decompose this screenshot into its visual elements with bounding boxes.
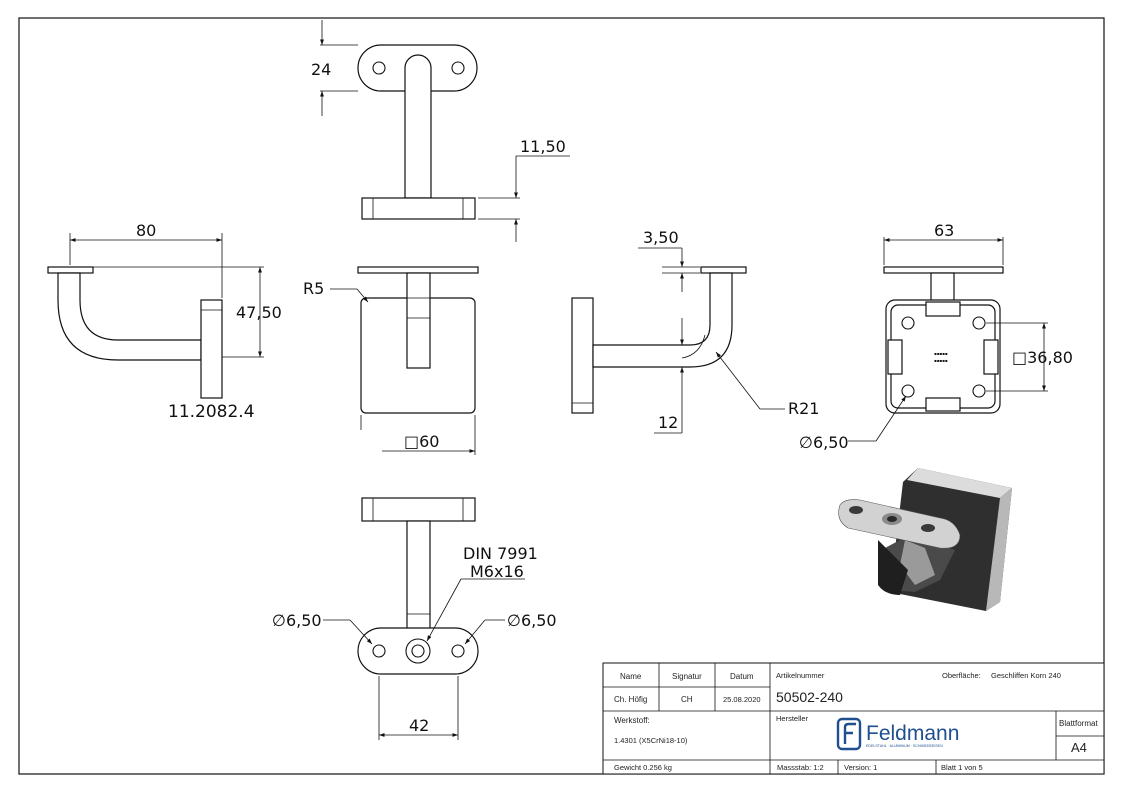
- dim-63: 63: [934, 221, 954, 240]
- tb-blattformat-value: A4: [1071, 740, 1087, 755]
- tb-werkstoff-value: 1.4301 (X5CrNi18-10): [614, 736, 688, 745]
- left-side-view: [47, 233, 264, 399]
- tb-header-datum: Datum: [730, 672, 754, 681]
- dim-m6x16: M6x16: [470, 562, 524, 581]
- feldmann-logo-icon: [836, 717, 862, 751]
- dim-3-50: 3,50: [643, 228, 679, 247]
- dim-r5: R5: [303, 279, 324, 298]
- dim-square-60: □60: [404, 432, 439, 451]
- top-view: [320, 20, 570, 242]
- rear-view: ▪▪▪▪▪ ▪▪▪▪▪: [848, 237, 1048, 442]
- dim-code: 11.2082.4: [168, 402, 255, 422]
- dim-80: 80: [136, 221, 156, 240]
- sheet-border: [18, 17, 1105, 775]
- bottom-view: [323, 497, 525, 740]
- tb-blatt: Blatt 1 von 5: [941, 763, 983, 772]
- tb-gewicht: Gewicht 0.256 kg: [614, 763, 672, 772]
- dim-r21: R21: [788, 399, 819, 418]
- tb-signatur-value: CH: [681, 695, 693, 704]
- tb-artikel-label: Artikelnummer: [776, 671, 825, 680]
- dim-din-7991: DIN 7991: [463, 544, 538, 563]
- front-view: [330, 266, 479, 455]
- tb-hersteller-label: Hersteller: [776, 714, 809, 723]
- tb-version: Version: 1: [844, 763, 877, 772]
- dim-12: 12: [658, 413, 678, 432]
- right-side-view: [571, 247, 785, 434]
- dim-dia-6-50-right: ∅6,50: [507, 611, 557, 630]
- dim-square-36-80: □36,80: [1012, 348, 1073, 367]
- dim-11-50: 11,50: [520, 137, 566, 156]
- tb-datum-value: 25.08.2020: [723, 695, 761, 704]
- tb-werkstoff-label: Werkstoff:: [614, 716, 650, 725]
- tb-header-name: Name: [620, 672, 642, 681]
- tb-oberflaeche-value: Geschliffen Korn 240: [991, 671, 1061, 680]
- engraving-mark: ▪▪▪▪▪: [934, 351, 948, 356]
- dim-24: 24: [311, 60, 331, 79]
- dim-42: 42: [409, 716, 429, 735]
- dim-dia-6-50-left: ∅6,50: [272, 611, 322, 630]
- tb-header-signatur: Signatur: [672, 672, 702, 681]
- brand-tagline: EDELSTAHL · ALUMINIUM · SCHMIEDEEISEN: [866, 744, 943, 748]
- tb-artikel-value: 50502-240: [776, 689, 843, 705]
- engraving-mark-2: ▪▪▪▪▪: [934, 358, 948, 363]
- dim-47-50: 47,50: [236, 303, 282, 322]
- brand-name: Feldmann: [866, 722, 959, 745]
- dim-dia-6-50-rear: ∅6,50: [799, 433, 849, 452]
- tb-blattformat-label: Blattformat: [1059, 719, 1098, 728]
- isometric-view: [838, 468, 1012, 611]
- tb-oberflaeche-label: Oberfläche:: [942, 671, 981, 680]
- tb-name-value: Ch. Höfig: [614, 695, 647, 704]
- tb-massstab: Massstab: 1:2: [777, 763, 824, 772]
